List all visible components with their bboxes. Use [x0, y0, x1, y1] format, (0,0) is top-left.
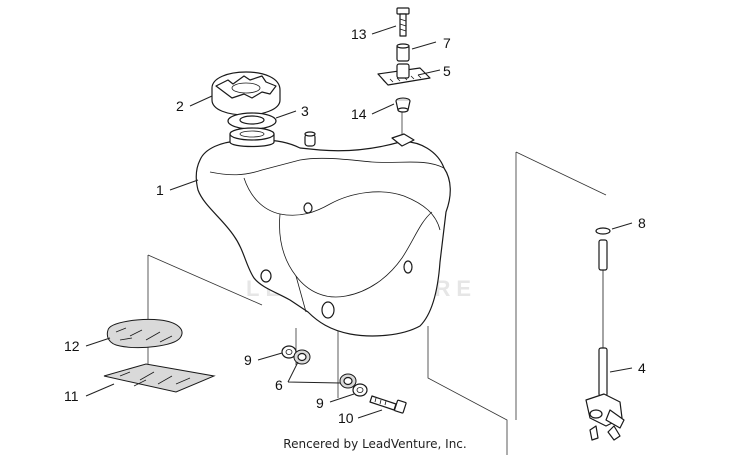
grommet-6-lower — [339, 373, 357, 389]
pad-11 — [103, 363, 216, 393]
callout-9-upper: 9 — [244, 352, 252, 368]
collar-9-lower — [352, 383, 368, 397]
fuel-tank-1 — [195, 127, 451, 337]
leader-11 — [85, 383, 115, 397]
leader-13 — [371, 25, 397, 35]
bolt-13 — [396, 7, 410, 37]
leader-6 — [287, 361, 341, 384]
callout-2: 2 — [176, 98, 184, 114]
pad-12 — [106, 319, 183, 349]
leader-9-upper — [257, 352, 283, 361]
leader-1 — [169, 179, 199, 191]
callout-1: 1 — [156, 182, 164, 198]
callout-7: 7 — [443, 35, 451, 51]
leader-9-lower — [329, 393, 355, 403]
leader-10 — [357, 409, 383, 419]
callout-9-lower: 9 — [316, 395, 324, 411]
callout-3: 3 — [301, 103, 309, 119]
grommet-14 — [395, 97, 411, 113]
callout-4: 4 — [638, 360, 646, 376]
callout-6: 6 — [275, 377, 283, 393]
footer-credit: Rencered by LeadVenture, Inc. — [283, 437, 467, 451]
fuel-cap-2 — [211, 71, 281, 116]
leader-14 — [371, 103, 395, 115]
leader-5 — [417, 69, 441, 76]
leader-2 — [189, 95, 213, 107]
leader-7 — [411, 41, 437, 50]
grommet-6-upper — [293, 349, 311, 365]
gasket-3 — [227, 112, 277, 130]
bracket-plate-5 — [377, 63, 431, 86]
callout-11: 11 — [64, 388, 79, 404]
callout-13: 13 — [351, 26, 367, 42]
leader-4 — [609, 367, 633, 373]
callout-12: 12 — [64, 338, 80, 354]
callout-10: 10 — [338, 410, 354, 426]
o-ring-8 — [595, 227, 611, 235]
callout-numbers: 13 7 5 14 2 3 1 8 4 12 11 9 6 9 10 — [64, 26, 646, 426]
leader-8 — [611, 222, 633, 230]
leader-lines — [85, 25, 633, 419]
reference-lines — [147, 112, 607, 455]
bolt-10 — [369, 395, 407, 414]
callout-14: 14 — [351, 106, 367, 122]
leader-12 — [85, 337, 111, 347]
fuel-valve-4 — [585, 239, 625, 441]
callout-5: 5 — [443, 63, 451, 79]
collar-7 — [396, 43, 410, 62]
callout-8: 8 — [638, 215, 646, 231]
leader-3 — [275, 110, 297, 119]
